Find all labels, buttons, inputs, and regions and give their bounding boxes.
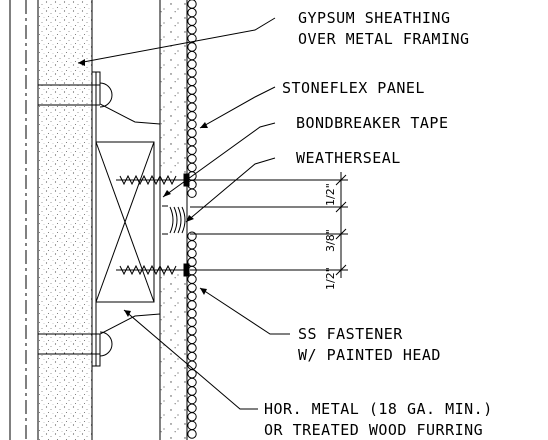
aggregate-stone xyxy=(187,326,197,336)
stone-aggregate-face xyxy=(187,0,197,439)
aggregate-stone xyxy=(187,429,197,439)
aggregate-stone xyxy=(187,300,197,310)
dimension-string xyxy=(190,172,348,278)
aggregate-stone xyxy=(187,162,197,173)
aggregate-stone xyxy=(187,42,197,52)
aggregate-stone xyxy=(187,343,197,353)
weatherseal-sealant xyxy=(169,206,186,234)
aggregate-stone xyxy=(187,25,197,35)
aggregate-stone xyxy=(187,394,197,405)
aggregate-stone xyxy=(187,119,197,130)
aggregate-stone xyxy=(187,16,197,26)
sheathing-screw-upper xyxy=(37,82,113,108)
ss-fastener-upper xyxy=(116,173,190,187)
aggregate-stone xyxy=(187,377,197,388)
aggregate-stone xyxy=(187,240,197,250)
leader-arrowheads xyxy=(78,59,208,317)
aggregate-stone xyxy=(187,145,197,155)
label-bondbreaker-tape: BONDBREAKER TAPE xyxy=(296,114,449,132)
metal-framing xyxy=(9,0,39,440)
aggregate-stone xyxy=(187,136,197,147)
dim-bottom: 1/2" xyxy=(324,267,337,290)
panel-joint xyxy=(159,200,168,240)
stoneflex-panel xyxy=(160,0,197,440)
label-weatherseal: WEATHERSEAL xyxy=(296,149,401,167)
aggregate-stone xyxy=(187,50,197,61)
aggregate-stone xyxy=(187,334,197,345)
aggregate-stone xyxy=(187,85,197,95)
aggregate-stone xyxy=(187,231,197,241)
aggregate-stone xyxy=(187,7,197,18)
aggregate-stone xyxy=(187,308,197,319)
leader-lines xyxy=(77,17,290,410)
aggregate-stone xyxy=(187,0,197,9)
aggregate-stone xyxy=(187,93,197,104)
aggregate-stone xyxy=(187,386,197,396)
dim-top: 1/2" xyxy=(324,183,337,206)
label-fastener-line1: SS FASTENER xyxy=(298,325,403,343)
aggregate-stone xyxy=(187,59,197,69)
aggregate-stone xyxy=(187,111,197,121)
dim-middle: 3/8" xyxy=(324,229,337,252)
aggregate-stone xyxy=(187,283,197,293)
label-fastener-line2: W/ PAINTED HEAD xyxy=(298,346,441,364)
aggregate-stone xyxy=(187,248,197,259)
label-furring-line1: HOR. METAL (18 GA. MIN.) xyxy=(264,400,493,418)
wood-furring-block xyxy=(95,141,155,303)
aggregate-stone xyxy=(187,291,197,302)
aggregate-stone xyxy=(187,412,197,422)
label-furring-line2: OR TREATED WOOD FURRING xyxy=(264,421,483,439)
aggregate-stone xyxy=(187,128,197,138)
sheathing-screw-lower xyxy=(37,331,113,357)
aggregate-stone xyxy=(187,351,197,362)
aggregate-stone xyxy=(187,76,197,87)
label-stoneflex-panel: STONEFLEX PANEL xyxy=(282,79,425,97)
aggregate-stone xyxy=(187,68,197,78)
aggregate-stone xyxy=(187,188,197,198)
gypsum-sheathing xyxy=(38,0,93,440)
ss-fastener-lower xyxy=(116,263,190,277)
aggregate-stone xyxy=(187,317,197,327)
label-gypsum-line2: OVER METAL FRAMING xyxy=(298,30,470,48)
aggregate-stone xyxy=(187,403,197,413)
aggregate-stone xyxy=(187,102,197,112)
aggregate-stone xyxy=(187,154,197,164)
aggregate-stone xyxy=(187,420,197,431)
label-gypsum-line1: GYPSUM SHEATHING xyxy=(298,9,451,27)
